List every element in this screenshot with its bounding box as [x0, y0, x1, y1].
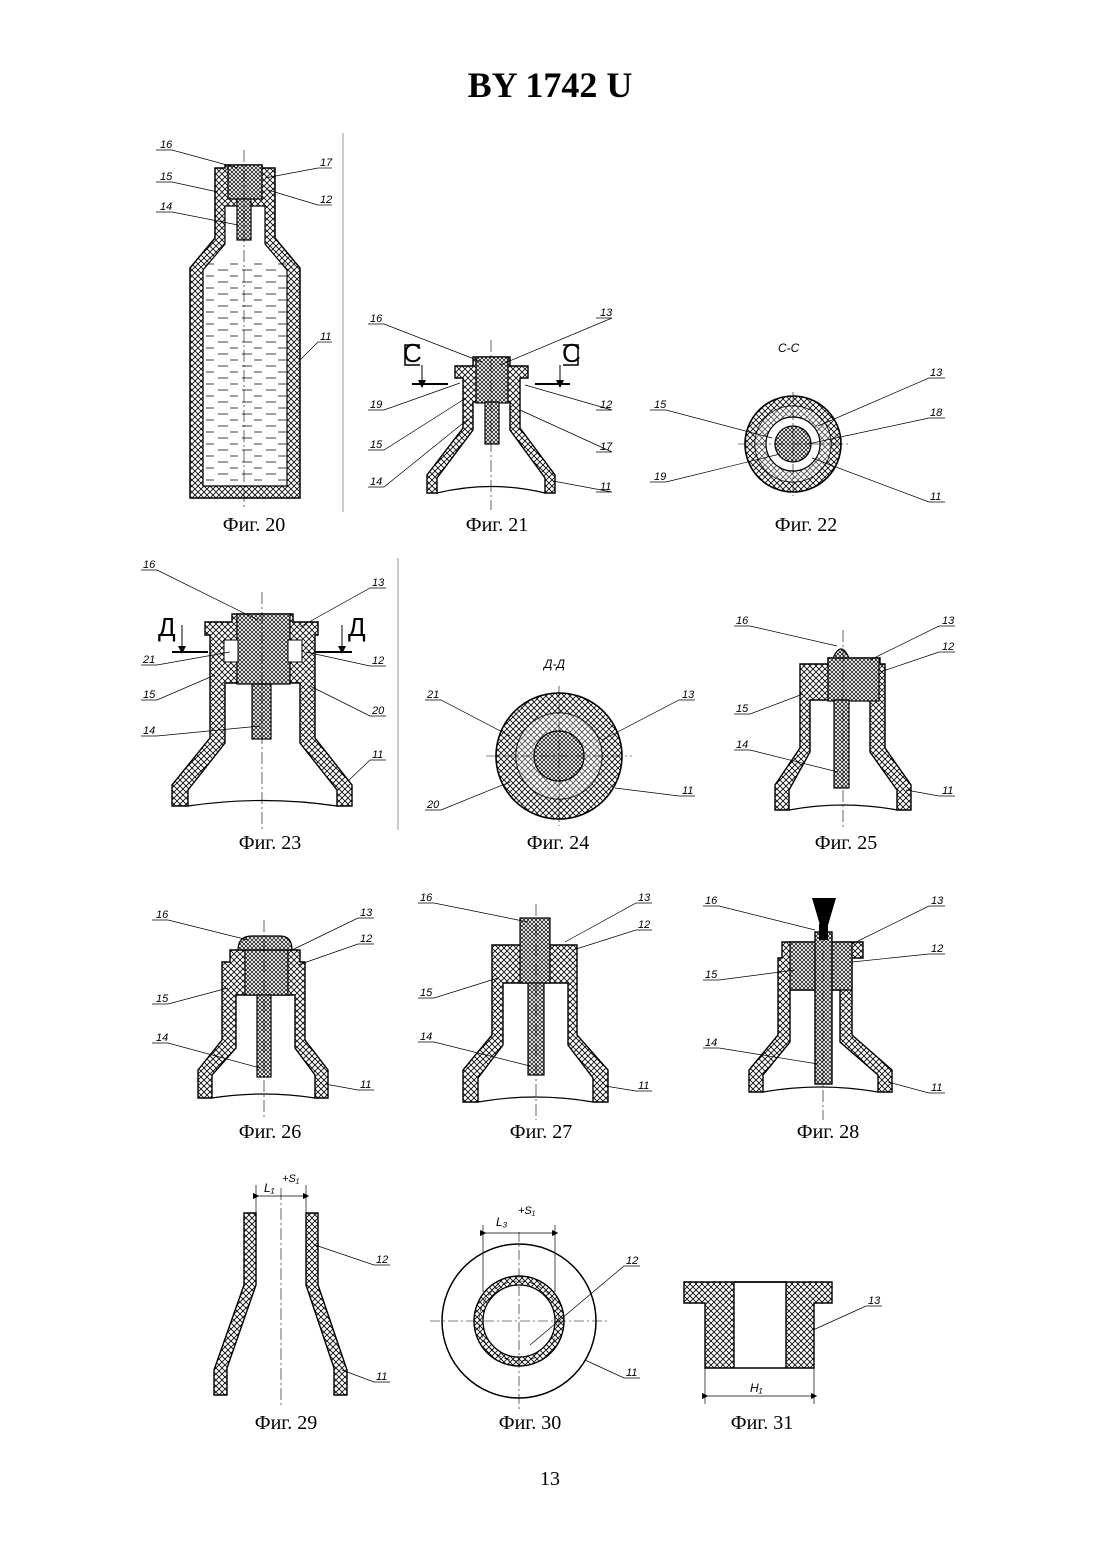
label-15: 15 [156, 993, 169, 1005]
label-12: 12 [638, 919, 650, 931]
figure-caption: Фиг. 23 [239, 832, 301, 855]
figure-caption: Фиг. 20 [223, 514, 285, 537]
label-15: 15 [705, 969, 718, 981]
figure-24 [425, 686, 695, 826]
label-11: 11 [600, 481, 611, 493]
figure-caption: Фиг. 24 [527, 832, 589, 855]
label-15: 15 [370, 439, 383, 451]
label-12: 12 [372, 655, 384, 667]
label-11: 11 [376, 1371, 387, 1383]
label-14: 14 [156, 1032, 168, 1044]
section-title: C-C [778, 341, 800, 355]
figure-caption: Фиг. 27 [510, 1121, 572, 1144]
section-mark-right: Д [348, 612, 366, 642]
label-18: 18 [930, 407, 943, 419]
label-14: 14 [370, 476, 382, 488]
dimension-label: H₁ [750, 1381, 763, 1395]
figure-caption: Фиг. 26 [239, 1121, 301, 1144]
label-17: 17 [320, 157, 333, 169]
label-11: 11 [626, 1367, 637, 1379]
figure-22 [650, 378, 945, 502]
label-12: 12 [626, 1255, 638, 1267]
label-16: 16 [143, 559, 156, 571]
figure-30 [430, 1225, 640, 1410]
figure-caption: Фиг. 31 [731, 1412, 793, 1435]
figure-caption: Фиг. 21 [466, 514, 528, 537]
label-15: 15 [143, 689, 156, 701]
label-13: 13 [638, 892, 651, 904]
figure-caption: Фиг. 28 [797, 1121, 859, 1144]
section-mark-left: C [403, 338, 422, 368]
figure-27 [418, 903, 652, 1120]
label-11: 11 [930, 491, 941, 503]
figure-caption: Фиг. 25 [815, 832, 877, 855]
label-15: 15 [420, 987, 433, 999]
label-13: 13 [682, 689, 695, 701]
figure-caption: Фиг. 30 [499, 1412, 561, 1435]
label-14: 14 [736, 739, 748, 751]
label-14: 14 [705, 1037, 717, 1049]
label-15: 15 [736, 703, 749, 715]
label-12: 12 [931, 943, 943, 955]
figure-26 [152, 918, 374, 1120]
label-16: 16 [705, 895, 718, 907]
tolerance-label: +S₁ [282, 1173, 300, 1185]
label-21: 21 [142, 654, 155, 666]
label-14: 14 [160, 201, 172, 213]
label-14: 14 [420, 1031, 432, 1043]
label-13: 13 [360, 907, 373, 919]
label-13: 13 [372, 577, 385, 589]
label-11: 11 [638, 1080, 649, 1092]
label-11: 11 [682, 785, 693, 797]
section-title: Д-Д [542, 657, 565, 671]
label-21: 21 [426, 689, 439, 701]
label-17: 17 [600, 441, 613, 453]
label-11: 11 [931, 1082, 942, 1094]
label-13: 13 [868, 1295, 881, 1307]
label-12: 12 [942, 641, 954, 653]
label-16: 16 [736, 615, 749, 627]
figure-29 [214, 1185, 390, 1405]
section-mark-left: Д [158, 612, 176, 642]
label-11: 11 [360, 1079, 371, 1091]
label-15: 15 [654, 399, 667, 411]
label-13: 13 [600, 307, 613, 319]
label-16: 16 [420, 892, 433, 904]
label-13: 13 [942, 615, 955, 627]
dimension-label: L₁ [264, 1181, 275, 1195]
figure-20 [156, 150, 332, 510]
label-16: 16 [160, 139, 173, 151]
figure-caption: Фиг. 29 [255, 1412, 317, 1435]
label-12: 12 [320, 194, 332, 206]
figure-31 [684, 1282, 882, 1404]
page-number: 13 [540, 1468, 560, 1491]
label-11: 11 [320, 331, 331, 343]
figure-23 [141, 570, 386, 830]
label-14: 14 [143, 725, 155, 737]
figure-caption: Фиг. 22 [775, 514, 837, 537]
label-20: 20 [426, 799, 440, 811]
figure-28 [703, 898, 945, 1120]
label-16: 16 [370, 313, 383, 325]
label-19: 19 [370, 399, 382, 411]
label-16: 16 [156, 909, 169, 921]
label-11: 11 [942, 785, 953, 797]
label-11: 11 [372, 749, 383, 761]
label-13: 13 [930, 367, 943, 379]
figure-25 [734, 626, 955, 830]
label-13: 13 [931, 895, 944, 907]
label-15: 15 [160, 171, 173, 183]
label-20: 20 [371, 705, 385, 717]
label-12: 12 [600, 399, 612, 411]
label-19: 19 [654, 471, 666, 483]
section-mark-right: C [562, 338, 581, 368]
label-12: 12 [360, 933, 372, 945]
tolerance-label: +S₁ [518, 1205, 536, 1217]
dimension-label: L₃ [496, 1215, 508, 1229]
label-12: 12 [376, 1254, 388, 1266]
